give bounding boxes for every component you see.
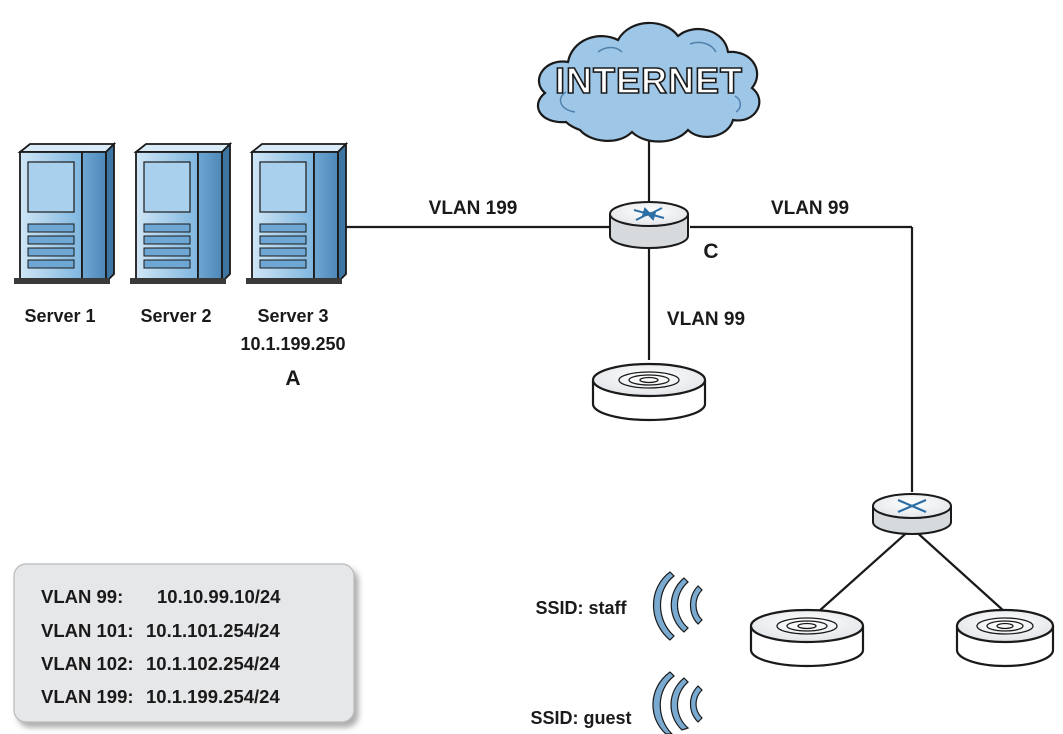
link-switch-ap-left <box>817 527 913 613</box>
server-2-label: Server 2 <box>140 306 211 326</box>
legend-addr-101: 10.1.101.254/24 <box>146 620 280 641</box>
server-1 <box>14 141 117 285</box>
ap-signal-icon <box>776 617 838 635</box>
vlan-99-right-label: VLAN 99 <box>771 198 849 219</box>
ssid-guest-signal-icon <box>652 671 703 734</box>
ssid-guest-label: SSID: guest <box>530 708 631 728</box>
ap-signal-icon <box>976 617 1034 635</box>
internet-label: INTERNET <box>555 60 743 101</box>
ap-signal-icon <box>618 371 680 389</box>
legend-vlan-199: VLAN 199: <box>41 686 134 707</box>
access-point-center <box>591 362 707 422</box>
legend-addr-99: 10.10.99.10/24 <box>157 586 281 607</box>
link-switch-ap-right <box>911 527 1006 613</box>
internet-cloud: INTERNET <box>536 21 761 143</box>
switch-cross-icon <box>897 498 927 514</box>
access-point-left <box>749 608 865 668</box>
links <box>346 128 1006 613</box>
server-1-label: Server 1 <box>24 306 95 326</box>
ssid-staff-label: SSID: staff <box>535 598 627 618</box>
ssid-staff-signal-icon <box>652 571 703 641</box>
legend-vlan-101: VLAN 101: <box>41 620 134 641</box>
server-3 <box>246 141 349 285</box>
router-arrows-icon <box>633 207 665 221</box>
access-point-right <box>955 608 1055 668</box>
vlan-legend: VLAN 99: 10.10.99.10/24 VLAN 101: 10.1.1… <box>13 563 355 723</box>
server-2 <box>130 141 233 285</box>
vlan-199-label: VLAN 199 <box>429 198 518 219</box>
marker-c: C <box>703 240 718 263</box>
switch-right <box>872 493 952 535</box>
server-3-label: Server 3 <box>257 306 328 326</box>
marker-a: A <box>285 367 300 390</box>
server-3-ip: 10.1.199.250 <box>240 334 345 354</box>
vlan-99-ap-label: VLAN 99 <box>667 309 745 330</box>
legend-vlan-99: VLAN 99: <box>41 586 123 607</box>
legend-vlan-102: VLAN 102: <box>41 653 134 674</box>
legend-addr-199: 10.1.199.254/24 <box>146 686 280 707</box>
legend-addr-102: 10.1.102.254/24 <box>146 653 280 674</box>
router-c <box>609 201 689 249</box>
